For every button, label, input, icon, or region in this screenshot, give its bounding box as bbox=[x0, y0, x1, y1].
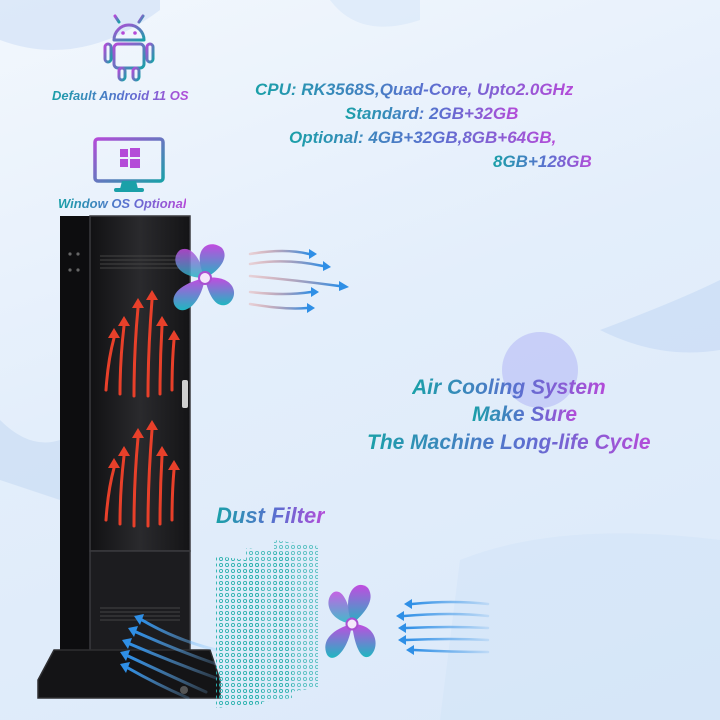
android-robot-icon bbox=[103, 14, 155, 82]
base-intake-arrows bbox=[120, 614, 218, 700]
dust-filter-mesh bbox=[216, 540, 318, 708]
windows-monitor-icon bbox=[93, 137, 165, 192]
spec-standard: Standard: 2GB+32GB bbox=[345, 104, 519, 123]
dust-filter-label: Dust Filter bbox=[216, 503, 325, 528]
cooling-tagline: The Machine Long-life Cycle bbox=[367, 431, 651, 454]
exhaust-fan-icon bbox=[173, 244, 235, 311]
spec-cpu: CPU: RK3568S,Quad-Core, Upto2.0GHz bbox=[255, 80, 574, 99]
spec-optional: Optional: 4GB+32GB,8GB+64GB, bbox=[289, 128, 557, 147]
cooling-headline: Air Cooling System bbox=[412, 376, 606, 399]
intake-fan-icon bbox=[325, 584, 376, 658]
intake-airflow-arrows bbox=[396, 599, 490, 655]
exhaust-airflow-arrows bbox=[248, 249, 349, 313]
heat-arrows-lower bbox=[104, 420, 180, 528]
windows-os-label: Window OS Optional bbox=[58, 196, 187, 211]
cooling-subline: Make Sure bbox=[472, 403, 578, 426]
spec-optional-continued: 8GB+128GB bbox=[493, 152, 592, 171]
heat-arrows-upper bbox=[104, 290, 180, 398]
android-os-label: Default Android 11 OS bbox=[52, 88, 189, 103]
